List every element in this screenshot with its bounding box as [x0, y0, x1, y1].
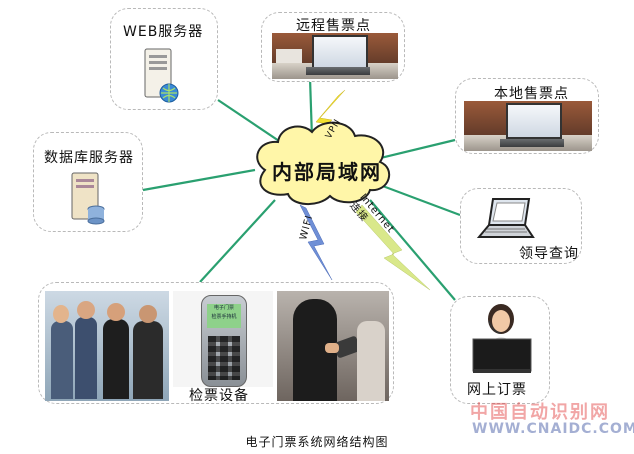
watermark-url: WWW.CNAIDC.COM	[472, 421, 634, 437]
link-ticket-check	[199, 199, 276, 283]
laptop-icon	[476, 198, 535, 238]
ticket-check-label: 检票设备	[189, 388, 249, 404]
monitor-icon	[472, 338, 532, 373]
server-globe-icon	[144, 48, 179, 103]
scanning-photo	[277, 291, 389, 401]
link-remote-sales	[308, 77, 314, 139]
lan-cloud-shape	[256, 121, 391, 205]
laptop-screen	[312, 35, 368, 69]
web-server-label: WEB服务器	[123, 24, 204, 40]
ticket-check-node: 电子门票 检票手持机 检票设备	[38, 282, 394, 404]
db-server-label: 数据库服务器	[44, 150, 134, 166]
link-local-sales	[371, 138, 456, 162]
local-sales-label: 本地售票点	[494, 86, 569, 102]
handheld-screen-text: 电子门票 检票手持机	[207, 304, 241, 328]
handheld-photo: 电子门票 检票手持机	[173, 291, 273, 387]
db-server-node: 数据库服务器	[33, 132, 143, 232]
internet-lightning	[355, 204, 431, 291]
link-leader-query	[379, 183, 461, 217]
watermark-title: 中国自动识别网	[470, 402, 610, 423]
database-server-icon	[71, 172, 105, 225]
link-db-server	[142, 168, 256, 192]
online-booking-label: 网上订票	[467, 382, 527, 398]
local-sales-photo	[464, 101, 592, 151]
web-server-node: WEB服务器	[110, 8, 218, 110]
link-online-booking	[369, 199, 456, 301]
leader-query-label: 领导查询	[519, 246, 579, 262]
remote-sales-label: 远程售票点	[296, 18, 371, 34]
leader-query-node: 领导查询	[460, 188, 582, 264]
remote-sales-photo	[272, 33, 398, 79]
online-booking-node: 网上订票	[450, 296, 550, 404]
remote-sales-node: 远程售票点	[261, 12, 405, 82]
diagram-caption: 电子门票系统网络结构图	[245, 435, 389, 449]
local-sales-node: 本地售票点	[455, 78, 599, 154]
handheld-device: 电子门票 检票手持机	[201, 295, 247, 387]
wifi-lightning	[299, 204, 333, 281]
crowd-photo	[45, 291, 169, 401]
lan-cloud-label: 内部局域网	[272, 160, 382, 184]
laptop-screen	[506, 103, 562, 139]
link-web-server	[217, 99, 286, 146]
